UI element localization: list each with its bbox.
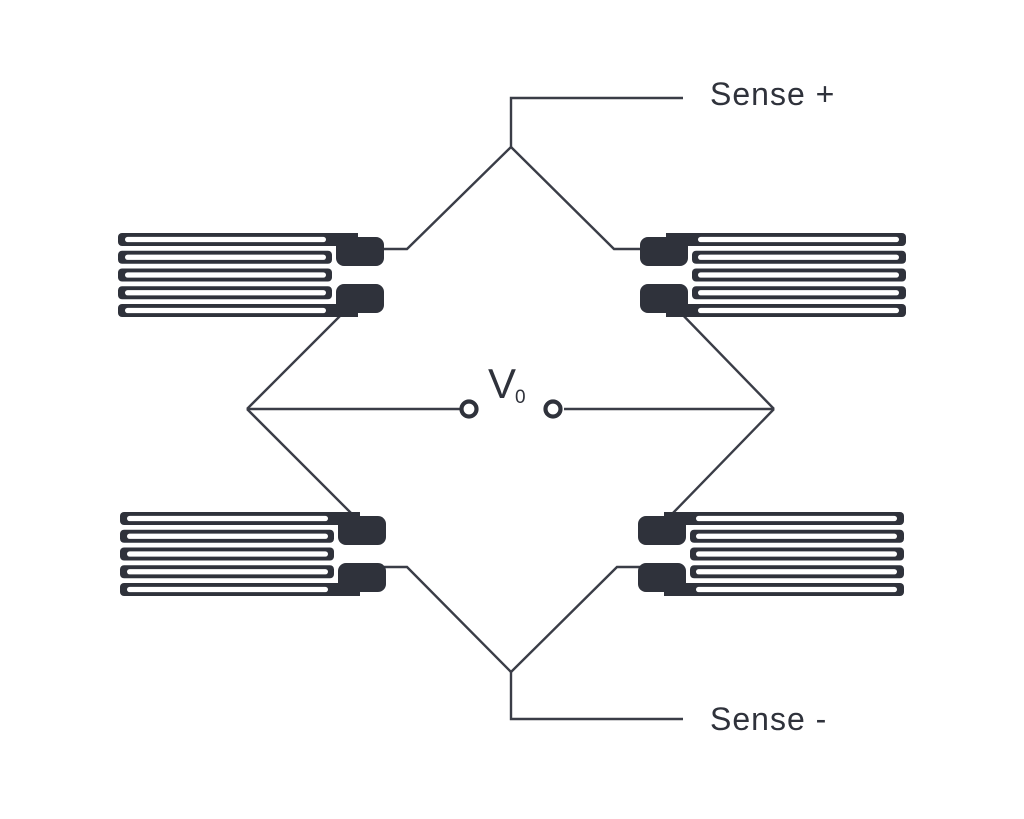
wire-top-left-upper [376,146,512,251]
output-voltage-subscript: 0 [515,387,526,408]
strain-gauge-mirror-group-top [640,233,906,317]
wire-bottom-left-upper [246,408,353,515]
strain-gauge-mirror-group-bottom [638,512,904,596]
strain-gauge-icon-bottom-right [638,512,904,596]
strain-gauge-icon-bottom-left [120,512,386,596]
wire-bottom-left-lower [378,565,512,673]
output-terminal-right-icon [543,399,563,419]
output-terminal-left-icon [459,399,479,419]
wire-sense-positive-lead [509,96,683,147]
output-voltage-label: V [488,360,516,407]
wire-bottom-right-lower [510,565,646,673]
sense-positive-label: Sense + [710,76,835,112]
wire-bottom-right-upper [671,408,775,515]
wire-top-right-lower [676,308,775,410]
wire-sense-negative-lead [509,672,683,721]
wire-top-right-upper [510,146,648,251]
sense-negative-label: Sense - [710,701,827,737]
wire-top-left-lower [246,308,348,410]
strain-gauge-icon-top-left [118,233,384,317]
strain-gauge-icon-top-right [640,233,906,317]
